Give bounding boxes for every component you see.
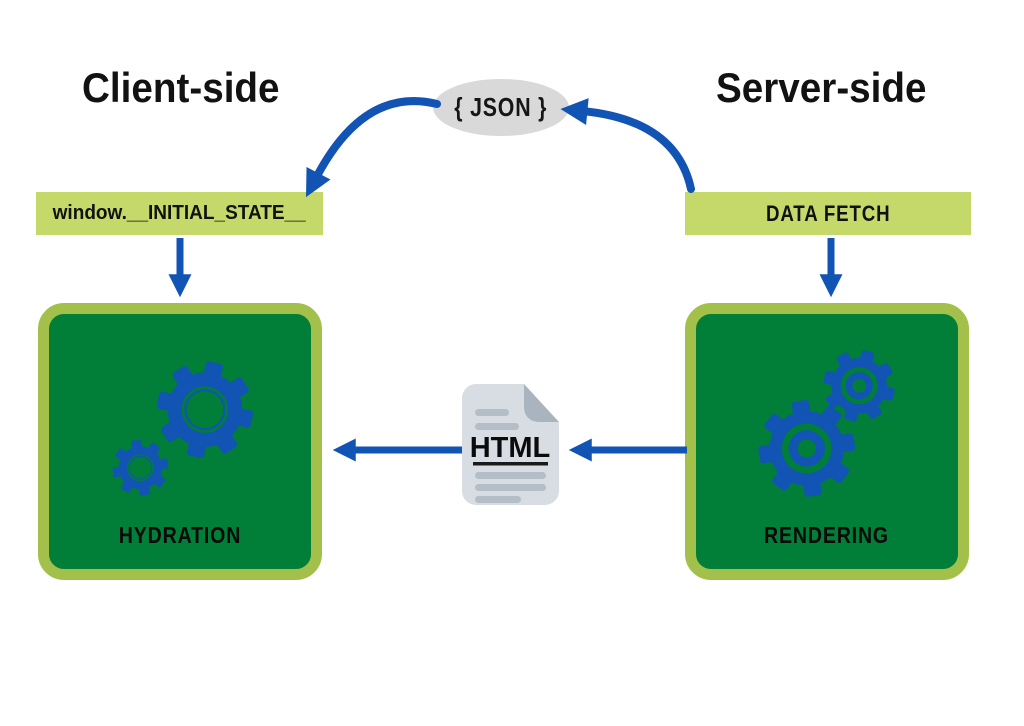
client-side-title: Client-side xyxy=(82,64,280,111)
hydration-label-text: HYDRATION xyxy=(118,522,242,548)
data-fetch-label: DATA FETCH xyxy=(765,200,891,226)
hydration-box: HYDRATION xyxy=(38,303,322,580)
server-side-title: Server-side xyxy=(716,64,927,111)
rendering-box: RENDERING xyxy=(685,303,969,580)
json-label: { JSON } xyxy=(454,92,548,122)
html-document-icon: HTML xyxy=(462,384,559,505)
html-doc-label: HTML xyxy=(470,432,551,464)
data-fetch-to-json-arrow xyxy=(560,98,695,193)
rendering-label-text: RENDERING xyxy=(764,522,890,548)
hydration-label: HYDRATION xyxy=(49,522,311,549)
folded-corner xyxy=(524,384,559,422)
json-node: { JSON } xyxy=(433,79,569,136)
rendering-label: RENDERING xyxy=(696,522,958,549)
initial-state-bar: window.__INITIAL_STATE__ xyxy=(36,192,323,235)
initial-state-label: window.__INITIAL_STATE__ xyxy=(52,202,306,224)
data-fetch-bar: DATA FETCH xyxy=(685,192,971,235)
json-to-initial-state-arrow xyxy=(306,97,441,198)
